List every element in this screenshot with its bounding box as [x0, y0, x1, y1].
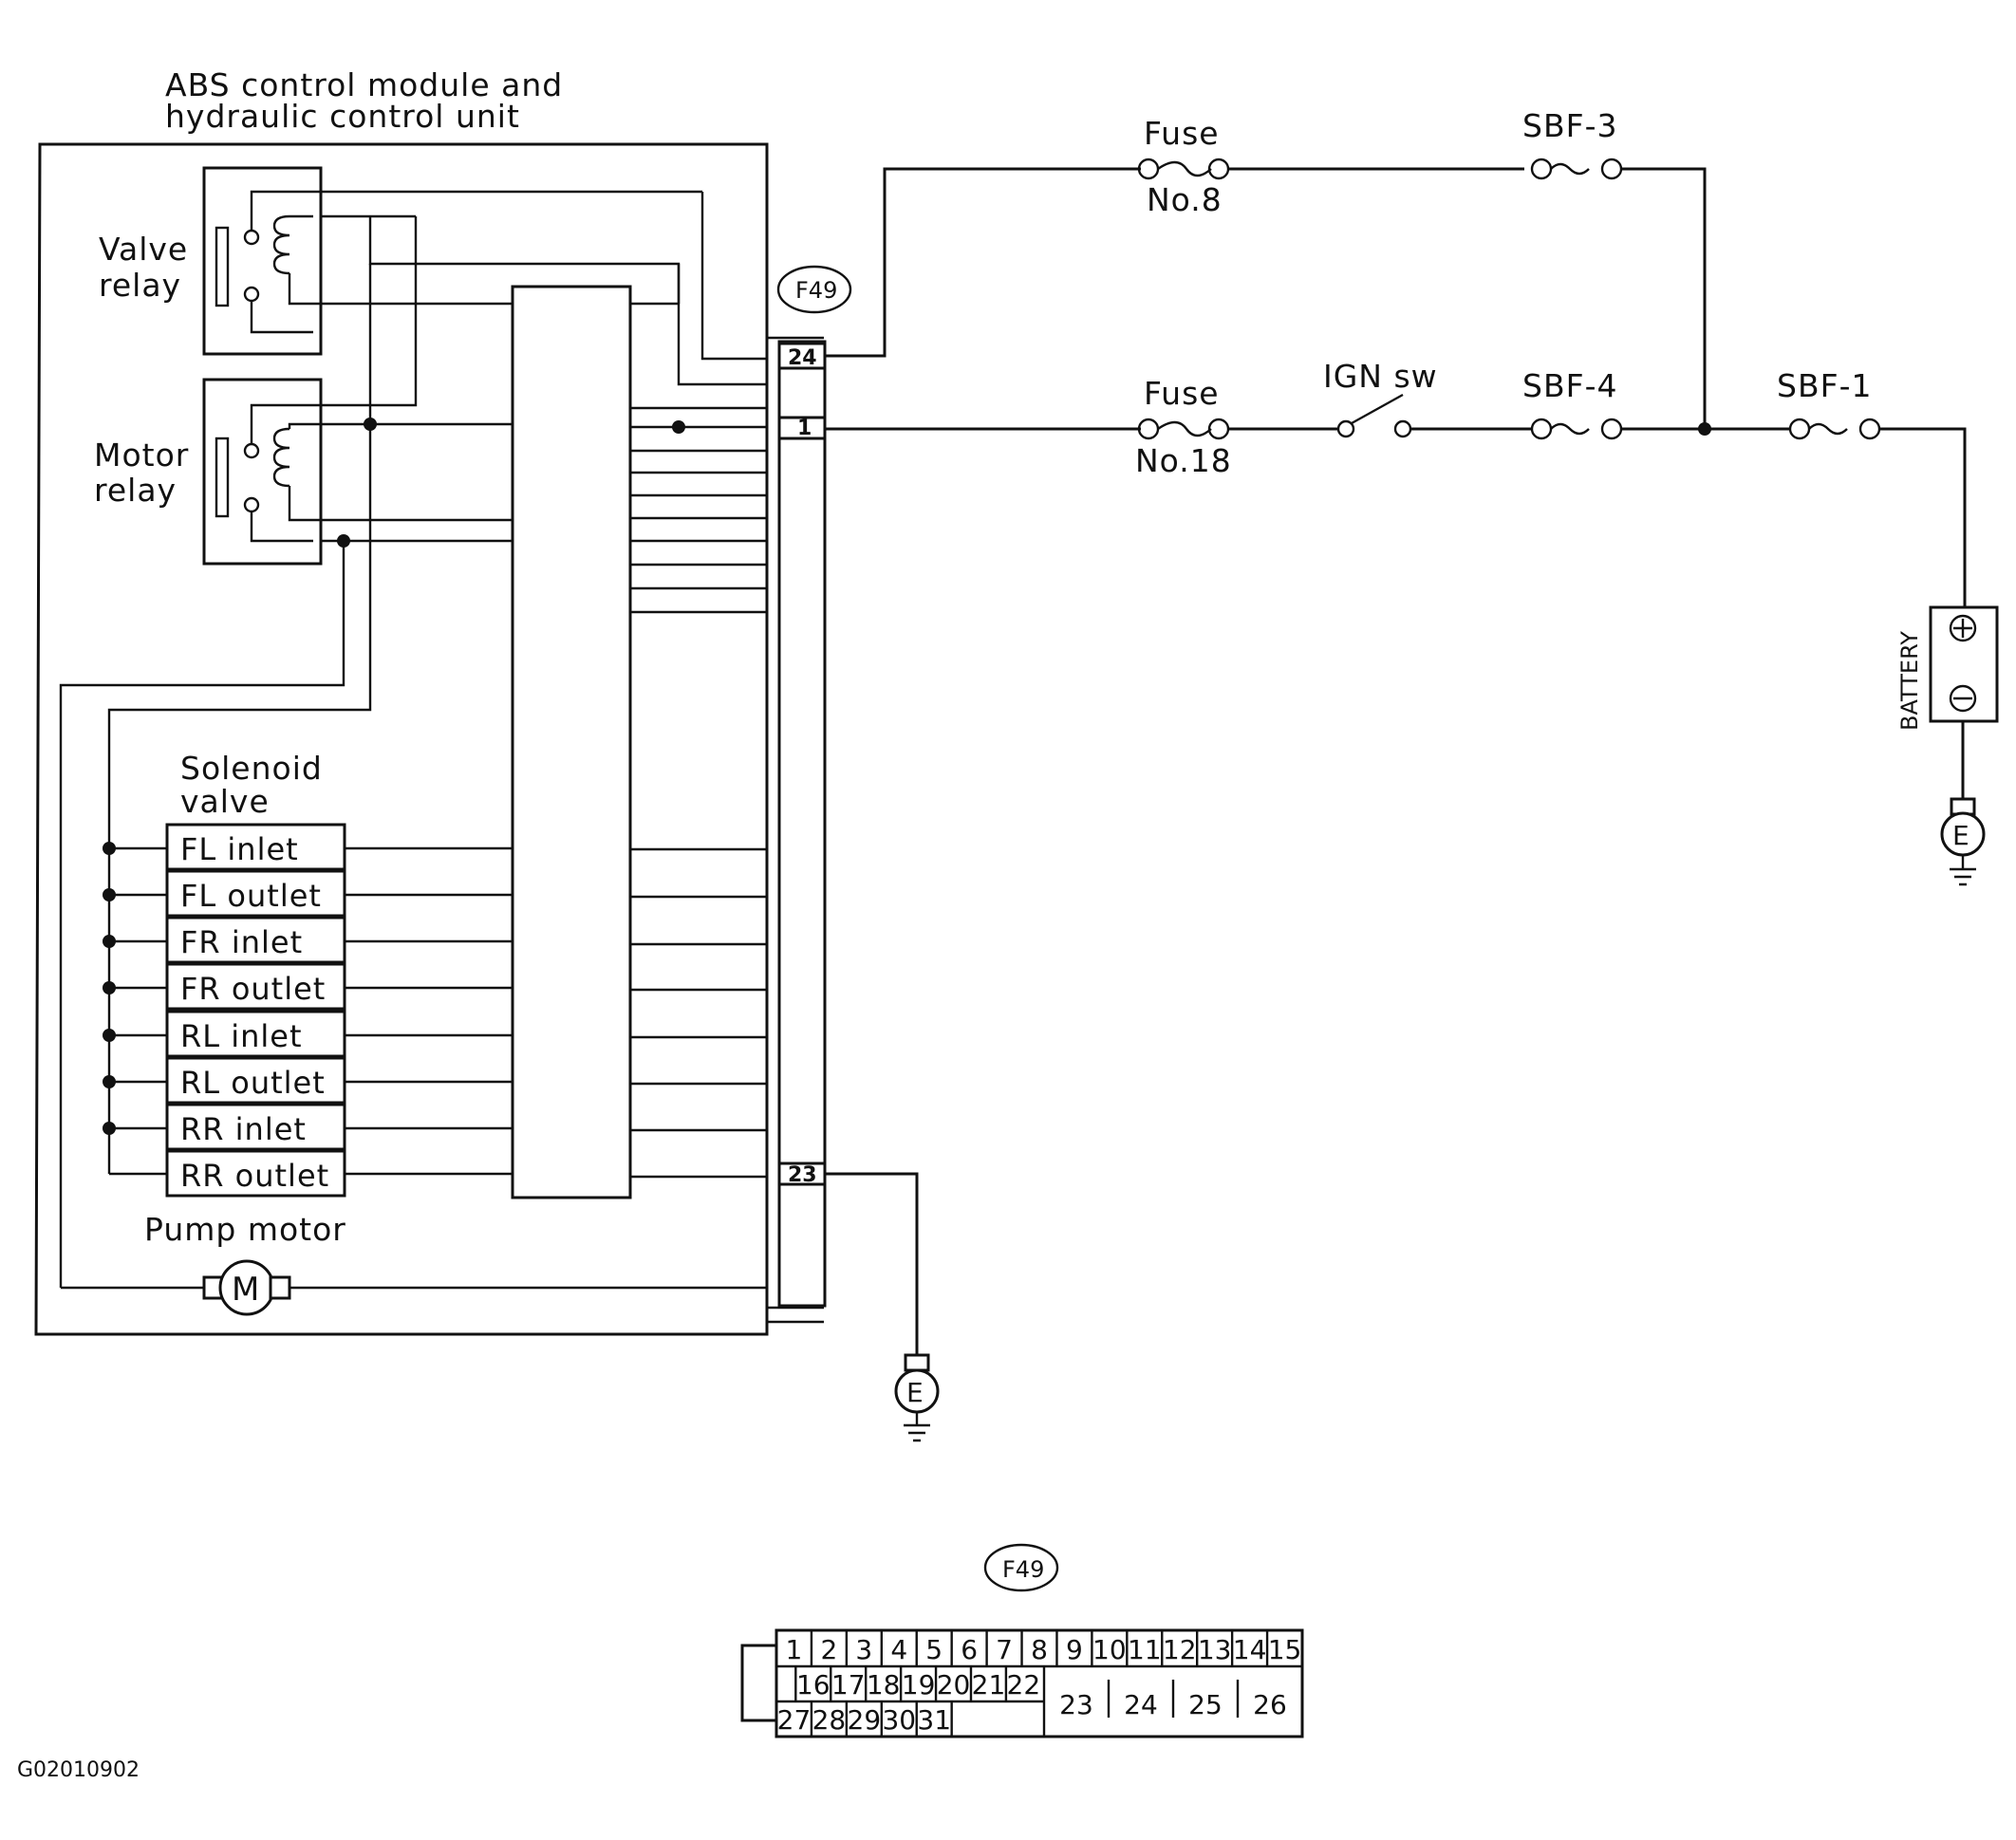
- pinout-tag: F49: [983, 1543, 1059, 1592]
- solenoid-rl-outlet: RL outlet: [103, 1056, 513, 1105]
- svg-text:FL outlet: FL outlet: [180, 878, 322, 914]
- svg-text:RR outlet: RR outlet: [180, 1158, 329, 1194]
- connector-f49-tag: F49: [776, 265, 852, 314]
- svg-text:F49: F49: [795, 277, 837, 304]
- pinout-pin: 13: [1198, 1634, 1232, 1665]
- fuse-no18: [1137, 418, 1338, 440]
- sbf4: [1530, 418, 1790, 440]
- solenoid-fl-inlet: FL inlet: [103, 823, 513, 871]
- pin24-wire: [825, 167, 1141, 358]
- pinout-pin: 23: [1059, 1689, 1093, 1720]
- svg-text:M: M: [232, 1271, 259, 1309]
- solenoid-fr-outlet: FR outlet: [103, 962, 513, 1011]
- pump-motor-symbol: M: [61, 1259, 767, 1316]
- svg-text:RL inlet: RL inlet: [180, 1018, 303, 1054]
- valve-relay-box: [202, 166, 323, 356]
- svg-text:E: E: [906, 1377, 924, 1408]
- pinout-pin: 9: [1066, 1634, 1083, 1665]
- svg-text:23: 23: [788, 1163, 817, 1187]
- fuse-no18-label: Fuse: [1144, 375, 1220, 412]
- chassis-ground: E: [825, 1172, 940, 1442]
- module-outline: [34, 142, 769, 1336]
- motor-relay-box: [202, 378, 323, 566]
- sbf4-label: SBF-4: [1522, 367, 1617, 404]
- pinout-pin: 14: [1233, 1634, 1267, 1665]
- sbf1: [1788, 418, 1967, 607]
- pinout-pin: 3: [855, 1634, 872, 1665]
- svg-text:1: 1: [797, 417, 812, 440]
- valve-relay-label-2: relay: [99, 267, 181, 304]
- svg-text:FR inlet: FR inlet: [180, 924, 303, 960]
- pinout-pin: 11: [1128, 1634, 1162, 1665]
- fuse-no8-number: No.8: [1147, 181, 1223, 218]
- solenoid-fl-outlet: FL outlet: [103, 869, 513, 918]
- svg-text:24: 24: [788, 346, 817, 370]
- fuse-no8: [1137, 158, 1524, 180]
- svg-text:RL outlet: RL outlet: [180, 1065, 326, 1101]
- solenoid-label-1: Solenoid: [180, 750, 323, 787]
- pinout-pin: 16: [796, 1669, 831, 1701]
- sbf3-label: SBF-3: [1522, 107, 1617, 144]
- connector-f49-strip: 24 1 23: [767, 336, 827, 1324]
- svg-text:F49: F49: [1002, 1556, 1044, 1583]
- pinout-pin: 12: [1163, 1634, 1197, 1665]
- fuse-no18-number: No.18: [1135, 442, 1232, 479]
- pinout-pin: 27: [777, 1704, 812, 1736]
- pinout-pin: 4: [890, 1634, 907, 1665]
- control-module-block: [511, 285, 632, 1199]
- pinout-pin: 24: [1124, 1689, 1158, 1720]
- pinout-pin: 29: [848, 1704, 882, 1736]
- motor-relay-label-2: relay: [94, 472, 177, 509]
- pinout-pin: 6: [961, 1634, 978, 1665]
- fuse-no8-label: Fuse: [1144, 115, 1220, 152]
- sbf3: [1530, 158, 1707, 429]
- pinout-pin: 25: [1188, 1689, 1223, 1720]
- pinout-pin: 28: [812, 1704, 847, 1736]
- pinout-pin: 5: [925, 1634, 943, 1665]
- sbf-junction: [1698, 422, 1711, 436]
- pinout-pin: 22: [1007, 1669, 1041, 1701]
- solenoid-rr-outlet: RR outlet: [109, 1149, 513, 1198]
- solenoid-label-2: valve: [180, 783, 270, 820]
- pinout-pin: 2: [820, 1634, 837, 1665]
- svg-text:E: E: [1952, 820, 1969, 851]
- pinout-pin: 1: [786, 1634, 803, 1665]
- relay-internal-wiring: [59, 192, 767, 1288]
- pinout-pin: 17: [831, 1669, 866, 1701]
- sbf1-label: SBF-1: [1777, 367, 1872, 404]
- control-to-connector-lines: [630, 406, 767, 1179]
- svg-text:RR inlet: RR inlet: [180, 1111, 307, 1147]
- valve-relay-label-1: Valve: [99, 231, 188, 268]
- motor-relay-label-1: Motor: [94, 437, 189, 474]
- motor-relay-junction-top: [364, 418, 377, 431]
- solenoid-fr-inlet: FR inlet: [103, 916, 513, 964]
- pinout-pin: 19: [902, 1669, 936, 1701]
- ign-sw-label: IGN sw: [1323, 358, 1438, 395]
- pinout-pin: 26: [1253, 1689, 1287, 1720]
- pinout-pin: 8: [1031, 1634, 1048, 1665]
- motor-relay-junction-bottom: [337, 534, 350, 548]
- pump-motor-label: Pump motor: [144, 1211, 346, 1248]
- pinout-pin: 21: [972, 1669, 1006, 1701]
- solenoid-rr-inlet: RR inlet: [103, 1103, 513, 1151]
- pinout-pin: 20: [937, 1669, 971, 1701]
- svg-text:FR outlet: FR outlet: [180, 971, 326, 1007]
- pinout-pin: 15: [1268, 1634, 1302, 1665]
- pinout-pin: 31: [917, 1704, 951, 1736]
- module-title-line2: hydraulic control unit: [165, 98, 520, 135]
- battery-symbol: E: [1929, 605, 1999, 886]
- battery-label: BATTERY: [1896, 631, 1923, 731]
- solenoid-rl-inlet: RL inlet: [103, 1010, 513, 1058]
- module-title-line1: ABS control module and: [165, 66, 563, 103]
- figure-code: G02010902: [17, 1758, 140, 1782]
- svg-text:FL inlet: FL inlet: [180, 831, 299, 867]
- pinout-pin: 7: [996, 1634, 1013, 1665]
- pinout-pin: 18: [867, 1669, 901, 1701]
- pinout-pin: 10: [1092, 1634, 1127, 1665]
- pinout-pin: 30: [882, 1704, 916, 1736]
- ign-switch: [1336, 393, 1532, 438]
- motor-relay-symbol: [215, 403, 513, 543]
